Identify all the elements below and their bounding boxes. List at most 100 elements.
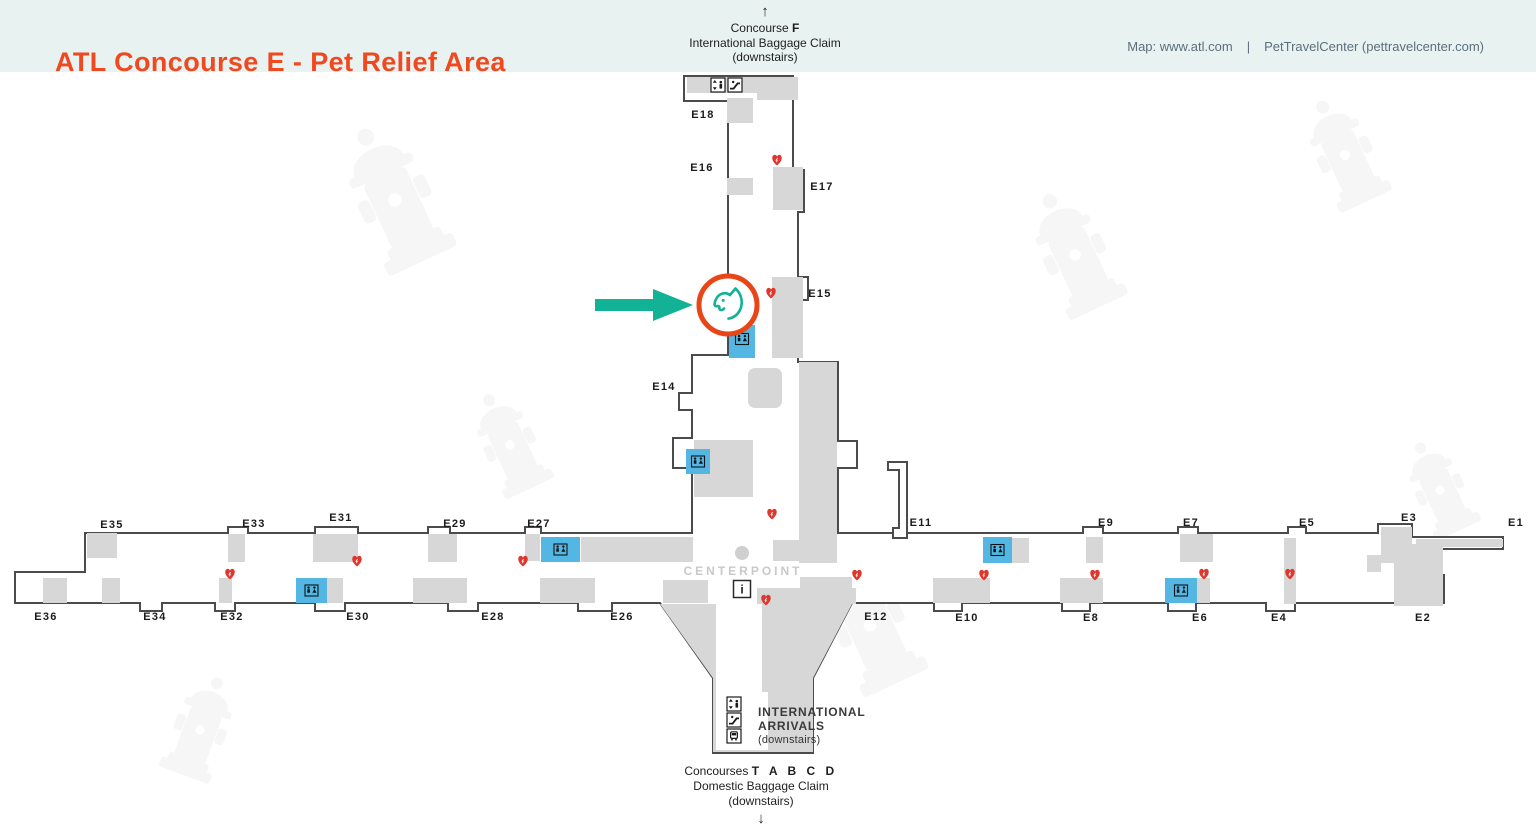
train-body <box>729 731 738 739</box>
elevator-person-body <box>719 84 723 89</box>
info-icon-glyph: i <box>740 583 743 597</box>
aed-heart-bolt <box>769 290 772 296</box>
elevator-person <box>735 699 739 703</box>
restroom-female-figure <box>998 548 1003 553</box>
restroom-male-figure <box>737 337 741 342</box>
restroom-marker <box>541 537 580 562</box>
aed-heart-bolt <box>982 572 985 578</box>
restroom-female-figure <box>699 457 703 460</box>
restroom-female-figure <box>313 586 316 589</box>
jet-bridge-outline <box>887 461 908 539</box>
aed-heart-bolt <box>1202 571 1205 577</box>
credit-divider: | <box>1246 39 1251 54</box>
gate-label-e28: E28 <box>481 611 504 623</box>
concourse-f-direction: ↑ Concourse F International Baggage Clai… <box>615 4 915 65</box>
terminal-block <box>1060 578 1103 603</box>
aed-heart-bolt <box>775 157 778 163</box>
aed-heart-bolt <box>1288 571 1291 577</box>
terminal-block <box>581 537 693 562</box>
escalator-icon <box>727 77 743 93</box>
aed-heart-bolt <box>1093 572 1096 578</box>
gate-label-e29: E29 <box>443 518 466 530</box>
restroom-marker <box>1165 578 1197 603</box>
elevator-icon <box>710 77 726 93</box>
terminal-block <box>933 578 990 603</box>
elevator-down-arrow <box>712 87 717 90</box>
elevator-up-arrow <box>728 699 733 702</box>
terminal-block <box>663 580 708 603</box>
gate-label-e8: E8 <box>1083 612 1099 624</box>
terminal-block <box>313 534 358 562</box>
concourses-tabcd-direction: Concourses T A B C D Domestic Baggage Cl… <box>611 764 911 826</box>
restroom-icon <box>1173 584 1189 597</box>
restroom-female-figure <box>562 545 565 548</box>
terminal-block <box>1197 578 1210 603</box>
restroom-male-figure <box>993 545 996 549</box>
gate-label-e27: E27 <box>527 518 550 530</box>
restroom-female-figure <box>742 337 747 342</box>
terminal-block <box>43 578 67 603</box>
gate-label-e4: E4 <box>1271 612 1287 624</box>
terminal-block <box>773 540 799 561</box>
downstairs-label-bottom: (downstairs) <box>728 794 794 808</box>
restroom-male-figure <box>1176 586 1180 589</box>
aed-heart-bolt <box>770 511 773 517</box>
page-title: ATL Concourse E - Pet Relief Area <box>55 47 506 78</box>
restroom-female-figure <box>1181 589 1186 593</box>
gate-label-e6: E6 <box>1192 612 1208 624</box>
international-arrivals-label: ARRIVALS <box>758 719 825 733</box>
restroom-male-figure <box>693 457 697 460</box>
centerpoint-label: CENTERPOINT <box>683 564 802 578</box>
restroom-male-figure <box>556 548 559 552</box>
international-arrivals-label: INTERNATIONAL <box>758 705 866 719</box>
gate-label-e16: E16 <box>690 162 713 174</box>
restroom-icon <box>734 332 750 346</box>
gate-label-e3: E3 <box>1401 512 1417 524</box>
escalator-person <box>731 715 734 719</box>
restroom-male-figure <box>693 460 697 464</box>
terminal-block <box>102 578 120 603</box>
terminal-block <box>1012 538 1029 563</box>
gate-label-e18: E18 <box>691 109 714 121</box>
gate-label-e31: E31 <box>329 512 352 524</box>
terminal-block <box>87 533 117 558</box>
train-window <box>731 733 737 736</box>
terminal-block <box>525 534 540 561</box>
terminal-block <box>1367 555 1381 572</box>
terminal-block <box>1180 534 1213 562</box>
restroom-male-figure <box>307 586 310 589</box>
gate-label-e11: E11 <box>910 517 933 529</box>
map-credits: Map: www.atl.com | PetTravelCenter (pett… <box>1127 39 1484 54</box>
terminal-block <box>757 77 798 100</box>
gate-label-e9: E9 <box>1098 517 1114 529</box>
gate-label-e35: E35 <box>100 519 123 531</box>
restroom-female-figure <box>1182 586 1186 589</box>
terminal-block <box>772 277 803 358</box>
terminal-block <box>1394 544 1443 606</box>
terminal-block <box>228 534 245 562</box>
arrow-down-icon: ↓ <box>757 810 765 827</box>
restroom-female-figure <box>312 589 317 593</box>
elevator-up-arrow <box>712 80 717 83</box>
restroom-icon <box>553 543 568 556</box>
aed-heart-bolt <box>521 558 524 564</box>
gate-label-e17: E17 <box>810 181 833 193</box>
intl-baggage-claim-label: International Baggage Claim <box>689 35 841 50</box>
gate-label-e14: E14 <box>652 381 675 393</box>
train-wheel <box>731 738 733 741</box>
terminal-block <box>800 577 852 603</box>
gate-label-e1: E1 <box>1508 517 1524 529</box>
restroom-male-figure <box>1176 589 1180 593</box>
dog-icon <box>713 287 743 320</box>
terminal-block <box>727 98 753 123</box>
gate-label-e34: E34 <box>143 611 166 623</box>
gate-label-e12: E12 <box>864 611 887 623</box>
pettravelcenter-text: PetTravelCenter (pettravelcenter.com) <box>1264 39 1484 54</box>
elevator-icon <box>726 696 742 712</box>
restroom-female-figure <box>743 334 747 338</box>
pet-relief-arrow-head <box>653 289 693 321</box>
aed-heart-bolt <box>228 571 231 577</box>
terminal-block <box>799 477 837 563</box>
pet-relief-arrow <box>595 299 653 311</box>
train-icon <box>726 728 742 744</box>
